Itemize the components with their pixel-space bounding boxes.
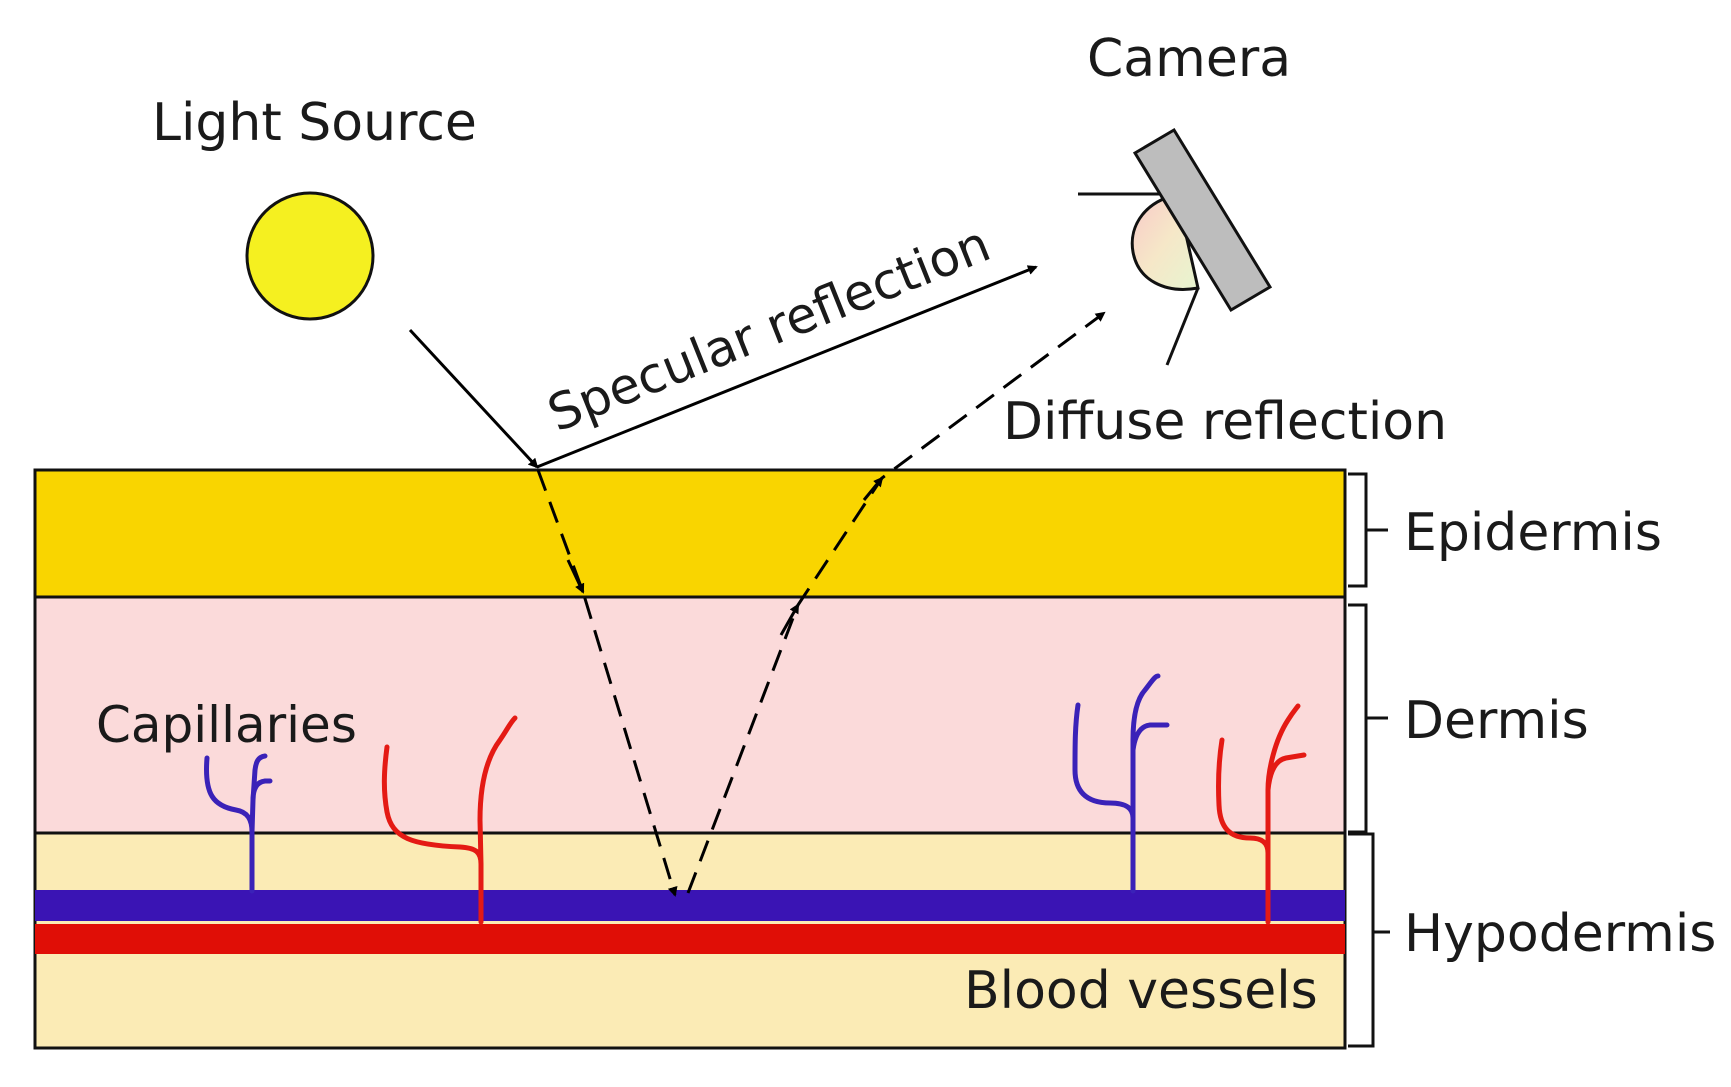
specular-reflection-label: Specular reflection xyxy=(540,215,998,443)
light-source-icon xyxy=(245,191,375,321)
dermis-label: Dermis xyxy=(1404,691,1589,751)
diffuse-arrowhead-1 xyxy=(779,603,800,636)
camera-body xyxy=(1132,127,1273,313)
capillary-artery-left xyxy=(381,715,518,925)
diffuse-arrowhead-2 xyxy=(862,476,884,501)
layer-brackets xyxy=(1348,472,1390,1048)
diffuse-ray-up xyxy=(686,311,1106,894)
hypodermis-label: Hypodermis xyxy=(1404,904,1716,964)
dermis-bracket xyxy=(1348,603,1388,834)
capillary-vein-right xyxy=(1072,673,1170,894)
blood-vessels-label: Blood vessels xyxy=(964,961,1318,1021)
camera-icon xyxy=(1078,127,1273,366)
camera-label: Camera xyxy=(1087,29,1291,89)
epidermis-bracket xyxy=(1348,472,1388,588)
artery-vessel xyxy=(35,924,1345,954)
hypodermis-bracket xyxy=(1348,832,1390,1048)
specular-reflection-arrow xyxy=(536,265,1038,469)
refracted-arrowhead-1 xyxy=(566,559,585,594)
refracted-ray-down xyxy=(536,469,678,897)
capillary-artery-right xyxy=(1215,703,1307,925)
light-source-label: Light Source xyxy=(152,93,477,153)
capillary-vein-left xyxy=(203,753,273,894)
vein-vessel xyxy=(35,890,1345,921)
camera-lens-bottom-edge xyxy=(1165,287,1200,366)
epidermis-label: Epidermis xyxy=(1404,503,1662,563)
blood-vessels xyxy=(35,890,1345,954)
epidermis-layer xyxy=(33,468,1347,599)
incident-light-ray xyxy=(408,328,539,469)
light-paths xyxy=(408,265,1106,897)
capillaries xyxy=(203,673,1307,925)
capillaries-label: Capillaries xyxy=(96,696,357,754)
diffuse-reflection-label: Diffuse reflection xyxy=(1003,392,1447,452)
